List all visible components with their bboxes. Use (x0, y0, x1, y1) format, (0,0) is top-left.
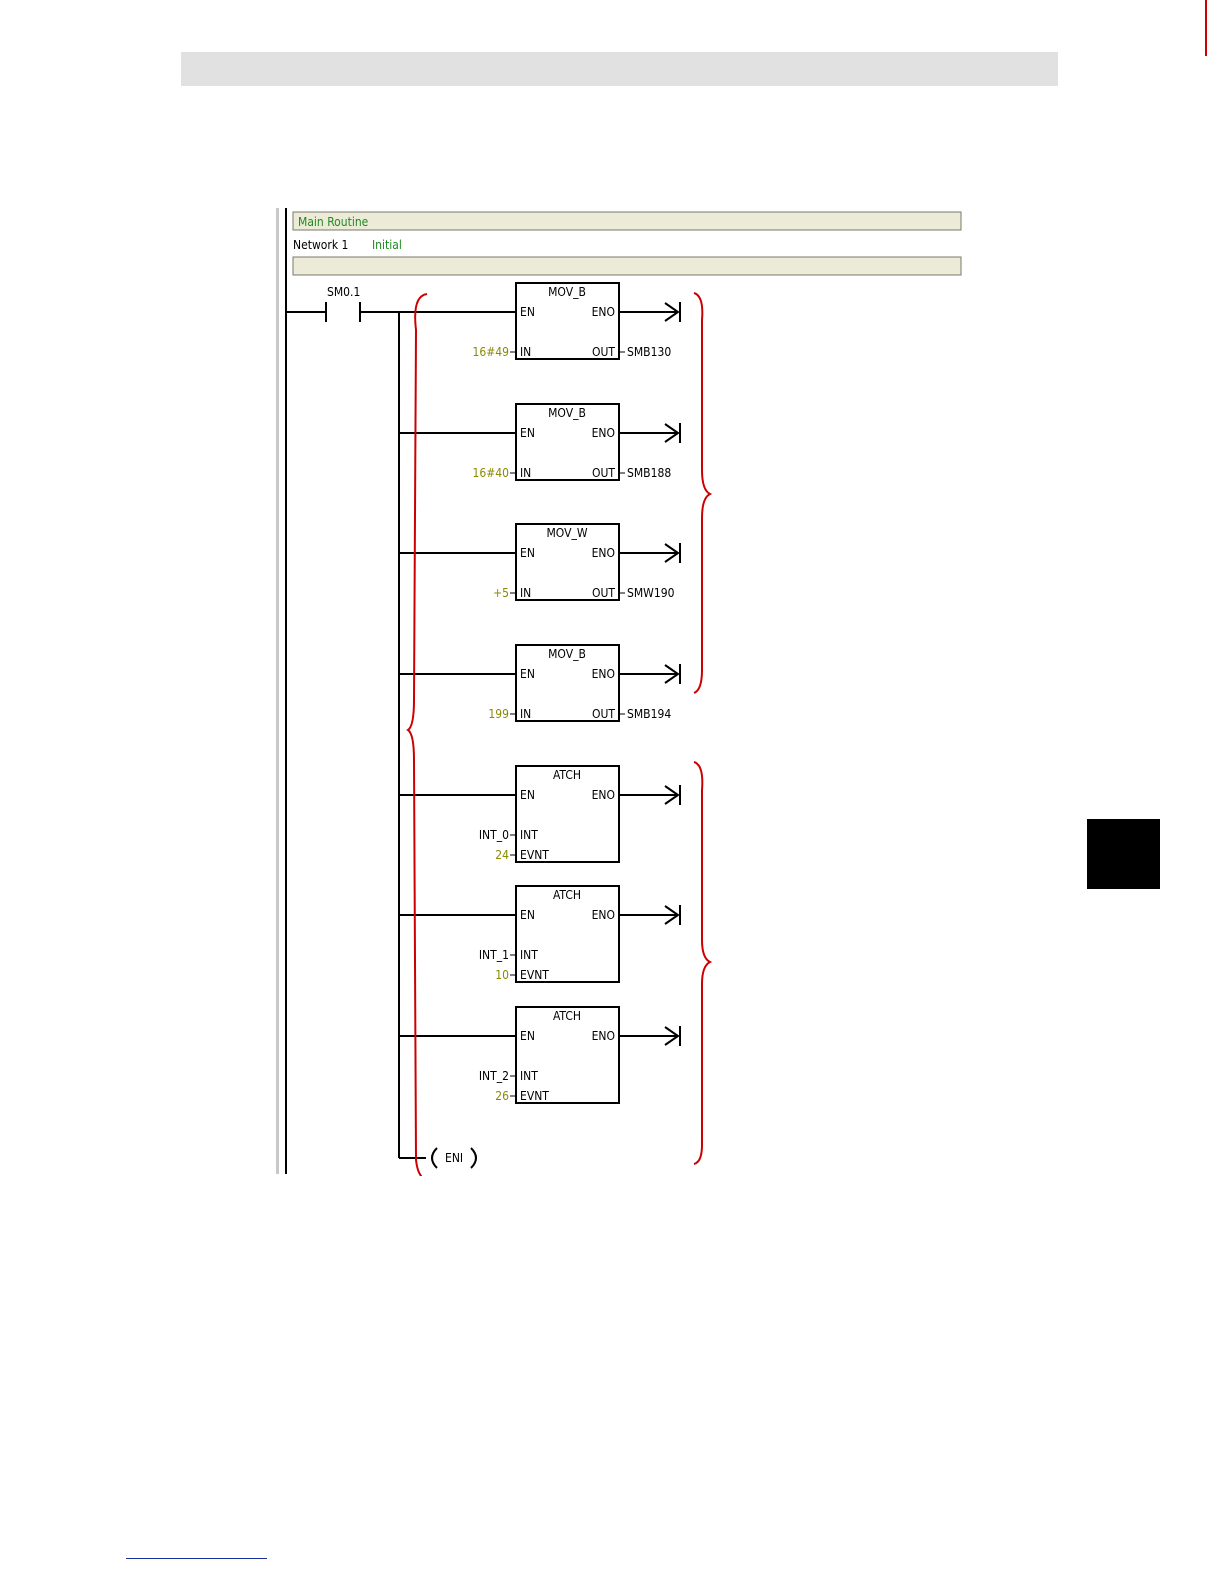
editor-left-margin (276, 208, 279, 1174)
pin-int-label: INT (520, 828, 538, 842)
block-title: MOV_B (548, 285, 586, 299)
evnt-operand[interactable]: 24 (495, 848, 509, 862)
block-title: ATCH (553, 888, 581, 902)
page-edge-red-line (1205, 0, 1207, 56)
block-title: ATCH (553, 768, 581, 782)
coil-left-paren[interactable] (432, 1148, 437, 1168)
int-operand[interactable]: INT_2 (479, 1069, 509, 1083)
pin-eno-label: ENO (592, 305, 615, 319)
out-operand[interactable]: SMB130 (627, 345, 671, 359)
network-comment-bar[interactable] (293, 257, 961, 275)
pin-in-label: IN (520, 707, 531, 721)
routine-title-bar[interactable] (293, 212, 961, 230)
pin-en-label: EN (520, 667, 535, 681)
pin-out-label: OUT (592, 345, 615, 359)
pin-out-label: OUT (592, 707, 615, 721)
in-operand[interactable]: 16#49 (472, 345, 509, 359)
in-operand[interactable]: +5 (493, 586, 509, 600)
pin-en-label: EN (520, 546, 535, 560)
left-brace (408, 294, 427, 1176)
pin-in-label: IN (520, 345, 531, 359)
int-operand[interactable]: INT_0 (479, 828, 509, 842)
block-title: ATCH (553, 1009, 581, 1023)
right-brace-lower (694, 762, 710, 1164)
pin-evnt-label: EVNT (520, 848, 549, 862)
pin-int-label: INT (520, 1069, 538, 1083)
block-title: MOV_B (548, 406, 586, 420)
block-title: MOV_B (548, 647, 586, 661)
pin-eno-label: ENO (592, 667, 615, 681)
pin-en-label: EN (520, 788, 535, 802)
pin-evnt-label: EVNT (520, 1089, 549, 1103)
network-label: Network 1 (293, 238, 348, 252)
pin-in-label: IN (520, 466, 531, 480)
pin-int-label: INT (520, 948, 538, 962)
pin-en-label: EN (520, 1029, 535, 1043)
in-operand[interactable]: 16#40 (472, 466, 509, 480)
contact-address: SM0.1 (327, 285, 360, 299)
coil-right-paren[interactable] (471, 1148, 476, 1168)
pin-eno-label: ENO (592, 788, 615, 802)
pin-in-label: IN (520, 586, 531, 600)
network-comment[interactable]: Initial (372, 238, 402, 252)
block-title: MOV_W (546, 526, 587, 540)
out-operand[interactable]: SMB188 (627, 466, 671, 480)
pin-en-label: EN (520, 908, 535, 922)
pin-eno-label: ENO (592, 908, 615, 922)
pin-eno-label: ENO (592, 1029, 615, 1043)
footer-link-underline (126, 1558, 267, 1559)
out-operand[interactable]: SMB194 (627, 707, 671, 721)
evnt-operand[interactable]: 10 (495, 968, 509, 982)
pin-out-label: OUT (592, 586, 615, 600)
eni-coil-label: ENI (445, 1151, 463, 1165)
chapter-tab (1087, 819, 1160, 889)
routine-title: Main Routine (298, 215, 369, 229)
pin-evnt-label: EVNT (520, 968, 549, 982)
pin-eno-label: ENO (592, 546, 615, 560)
int-operand[interactable]: INT_1 (479, 948, 509, 962)
pin-en-label: EN (520, 426, 535, 440)
right-brace-upper (694, 293, 710, 693)
pin-en-label: EN (520, 305, 535, 319)
in-operand[interactable]: 199 (488, 707, 509, 721)
out-operand[interactable]: SMW190 (627, 586, 675, 600)
pin-eno-label: ENO (592, 426, 615, 440)
page-header-bar (181, 52, 1058, 86)
pin-out-label: OUT (592, 466, 615, 480)
evnt-operand[interactable]: 26 (495, 1089, 509, 1103)
ladder-editor: Main Routine Network 1 Initial SM0.1 ENI… (272, 206, 972, 1176)
